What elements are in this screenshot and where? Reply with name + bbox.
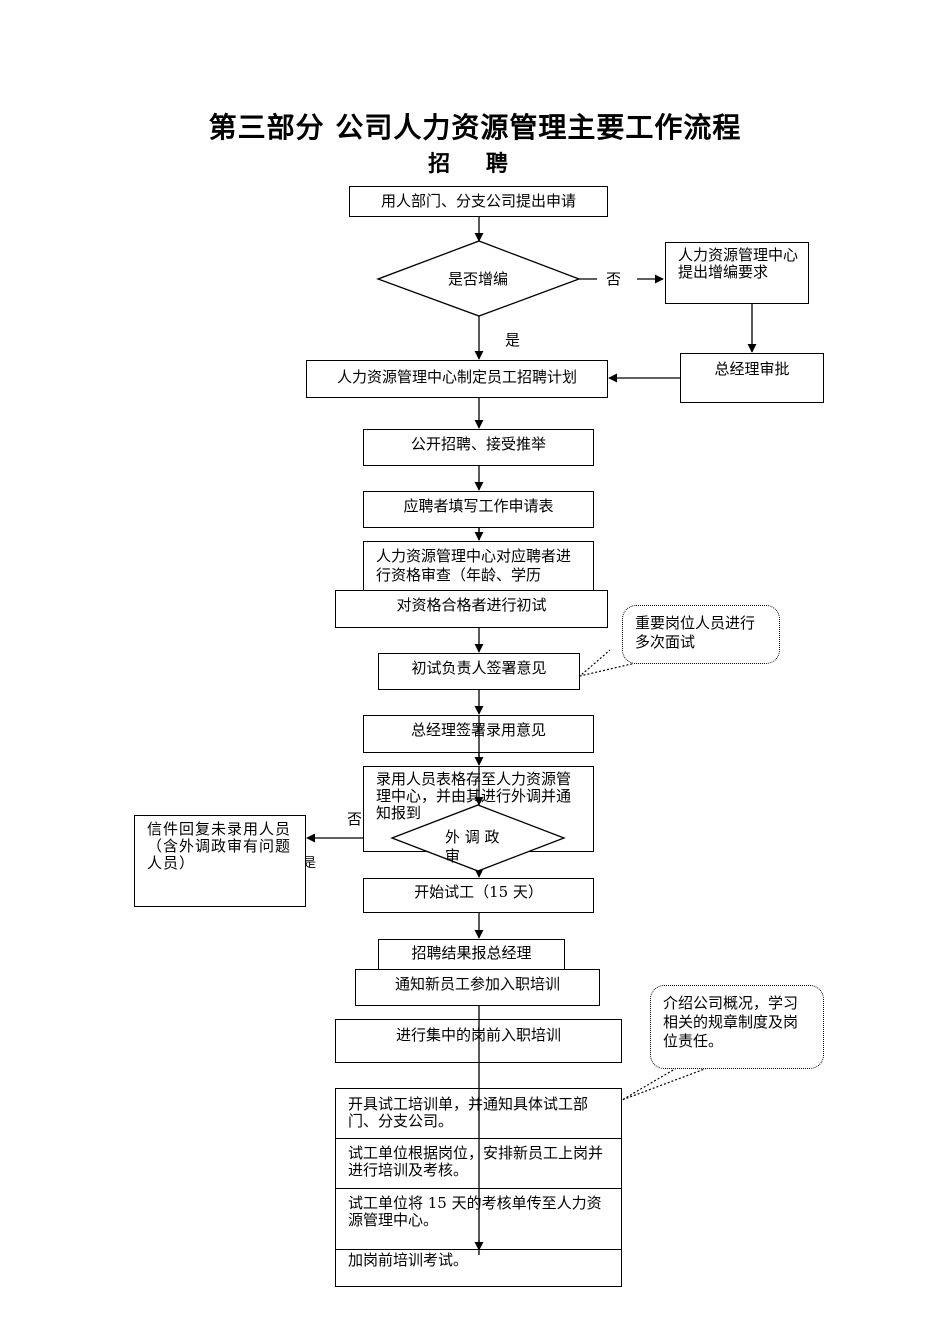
step-reply-rejected-label: 信件回复未录用人员（含外调政审有问题人员） xyxy=(147,820,292,872)
label-no-political: 否 xyxy=(347,810,363,828)
section-subtitle: 招 聘 xyxy=(428,152,522,177)
step-report-gm-label: 招聘结果报总经理 xyxy=(411,944,532,962)
step-trial-report-label: 试工单位将 15 天的考核单传至人力资源管理中心。 xyxy=(348,1194,602,1229)
step-trial-start: 开始试工（15 天） xyxy=(363,878,594,913)
step-fill-form-label: 应聘者填写工作申请表 xyxy=(403,497,554,515)
step-hr-review-label: 人力资源管理中心对应聘者进行资格审查（年龄、学历 xyxy=(376,547,572,584)
page-title: 第三部分 公司人力资源管理主要工作流程 xyxy=(208,111,742,144)
step-hr-add-request-label: 人力资源管理中心提出增编要求 xyxy=(678,246,799,281)
callout-multi-interview-text: 重要岗位人员进行多次面试 xyxy=(635,614,756,651)
step-first-interview-label: 对资格合格者进行初试 xyxy=(396,596,547,614)
step-pre-job-training: 进行集中的岗前入职培训 xyxy=(335,1019,622,1063)
step-fill-form: 应聘者填写工作申请表 xyxy=(363,491,594,528)
step-trial-notice: 开具试工培训单，并通知具体试工部门、分支公司。 xyxy=(335,1088,622,1139)
callout-tail-training xyxy=(621,1065,711,1101)
label-no-add: 否 xyxy=(606,270,622,288)
step-first-interview: 对资格合格者进行初试 xyxy=(335,590,608,628)
callout-training-content: 介绍公司概况，学习相关的规章制度及岗位责任。 xyxy=(650,985,824,1069)
step-hr-plan-label: 人力资源管理中心制定员工招聘计划 xyxy=(336,368,577,386)
step-apply-label: 用人部门、分支公司提出申请 xyxy=(380,192,576,210)
step-report-gm: 招聘结果报总经理 xyxy=(378,939,565,971)
step-interviewer-sign-label: 初试负责人签署意见 xyxy=(411,659,547,677)
decision-add-diamond xyxy=(376,240,581,317)
step-final-exam-label: 加岗前培训考试。 xyxy=(348,1251,469,1269)
step-trial-notice-label: 开具试工培训单，并通知具体试工部门、分支公司。 xyxy=(348,1095,589,1130)
callout-training-content-text: 介绍公司概况，学习相关的规章制度及岗位责任。 xyxy=(663,994,799,1050)
step-hr-review: 人力资源管理中心对应聘者进行资格审查（年龄、学历 xyxy=(363,541,594,593)
step-trial-report: 试工单位将 15 天的考核单传至人力资源管理中心。 xyxy=(335,1188,622,1250)
step-notify-training-label: 通知新员工参加入职培训 xyxy=(394,975,560,993)
step-gm-sign-label: 总经理签署录用意见 xyxy=(410,721,546,739)
step-interviewer-sign: 初试负责人签署意见 xyxy=(378,653,580,690)
step-final-exam: 加岗前培训考试。 xyxy=(335,1249,622,1287)
step-notify-training: 通知新员工参加入职培训 xyxy=(355,969,600,1006)
step-hr-add-request: 人力资源管理中心提出增编要求 xyxy=(665,242,809,304)
decision-add-label: 是否增编 xyxy=(447,270,508,288)
step-archive-label: 录用人员表格存至人力资源管理中心，并由其进行外调并通知报到 xyxy=(376,770,572,822)
label-yes-add: 是 xyxy=(505,331,521,349)
step-trial-start-label: 开始试工（15 天） xyxy=(414,883,543,901)
step-pre-job-training-label: 进行集中的岗前入职培训 xyxy=(395,1026,561,1044)
decision-political-diamond xyxy=(390,804,566,872)
step-open-recruit-label: 公开招聘、接受推举 xyxy=(410,435,546,453)
step-trial-unit-train-label: 试工单位根据岗位，安排新员工上岗并进行培训及考核。 xyxy=(348,1144,604,1179)
step-open-recruit: 公开招聘、接受推举 xyxy=(363,429,594,466)
step-gm-approve-label: 总经理审批 xyxy=(714,360,790,378)
step-gm-sign: 总经理签署录用意见 xyxy=(363,715,594,753)
step-gm-approve: 总经理审批 xyxy=(680,353,824,403)
step-hr-plan: 人力资源管理中心制定员工招聘计划 xyxy=(306,360,608,398)
label-yes-political: 是 xyxy=(303,856,317,871)
step-apply: 用人部门、分支公司提出申请 xyxy=(349,186,608,217)
step-reply-rejected: 信件回复未录用人员（含外调政审有问题人员） xyxy=(134,815,306,907)
decision-political-label: 外 调 政 审 xyxy=(445,828,500,865)
callout-multi-interview: 重要岗位人员进行多次面试 xyxy=(622,605,780,664)
step-trial-unit-train: 试工单位根据岗位，安排新员工上岗并进行培训及考核。 xyxy=(335,1138,622,1189)
